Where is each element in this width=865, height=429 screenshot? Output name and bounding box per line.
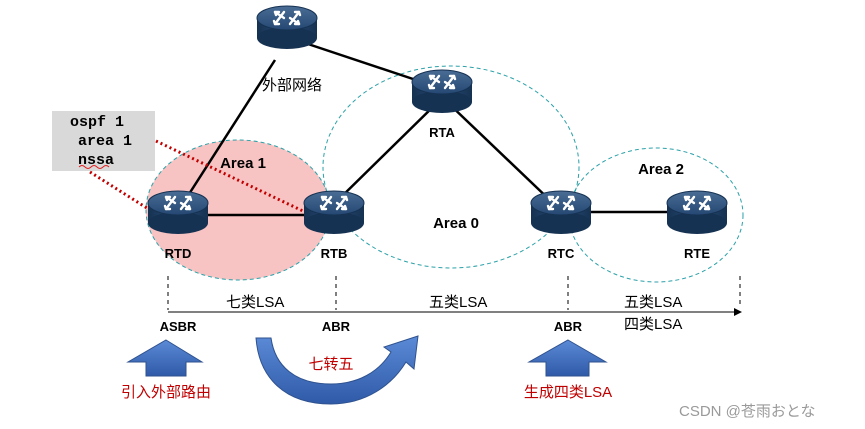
convert-arrow-icon (255, 335, 419, 405)
timeline-seg2: 五类LSA (429, 294, 487, 311)
config-pointers (89, 139, 306, 214)
ospf-config-box: ospf 1 area 1 nssa (52, 111, 155, 171)
lsa-timeline (167, 276, 742, 316)
timeline-seg3a: 五类LSA (624, 294, 682, 311)
router-rtb-icon (302, 189, 366, 236)
action-convert-7-to-5: 七转五 (308, 356, 353, 373)
config-line-1: ospf 1 (70, 114, 124, 131)
router-rtc-icon (529, 189, 593, 236)
label-area1: Area 1 (220, 155, 266, 172)
import-arrow-icon (126, 339, 204, 377)
area0-region (322, 65, 580, 269)
generate-arrow-icon (527, 339, 608, 377)
label-rte: RTE (684, 246, 710, 261)
watermark: CSDN @苍雨おとな (679, 403, 815, 420)
label-rtb: RTB (321, 246, 348, 261)
area2-region (568, 147, 744, 283)
label-area0: Area 0 (433, 215, 479, 232)
label-rtc: RTC (548, 246, 575, 261)
label-rtd: RTD (165, 246, 192, 261)
label-rta: RTA (429, 125, 455, 140)
router-external-icon (255, 4, 319, 51)
label-area2: Area 2 (638, 161, 684, 178)
action-import-external: 引入外部路由 (121, 384, 211, 401)
role-abr-1: ABR (322, 319, 351, 334)
config-line-3: nssa (78, 152, 114, 169)
action-generate-type4: 生成四类LSA (524, 384, 612, 401)
role-abr-2: ABR (554, 319, 583, 334)
router-rta-icon (410, 68, 474, 115)
router-rte-icon (665, 189, 729, 236)
router-rtd-icon (146, 189, 210, 236)
timeline-seg3b: 四类LSA (624, 316, 682, 333)
role-asbr: ASBR (160, 319, 197, 334)
config-line-2: area 1 (78, 133, 132, 150)
timeline-seg1: 七类LSA (226, 294, 284, 311)
label-external-network: 外部网络 (262, 77, 322, 94)
